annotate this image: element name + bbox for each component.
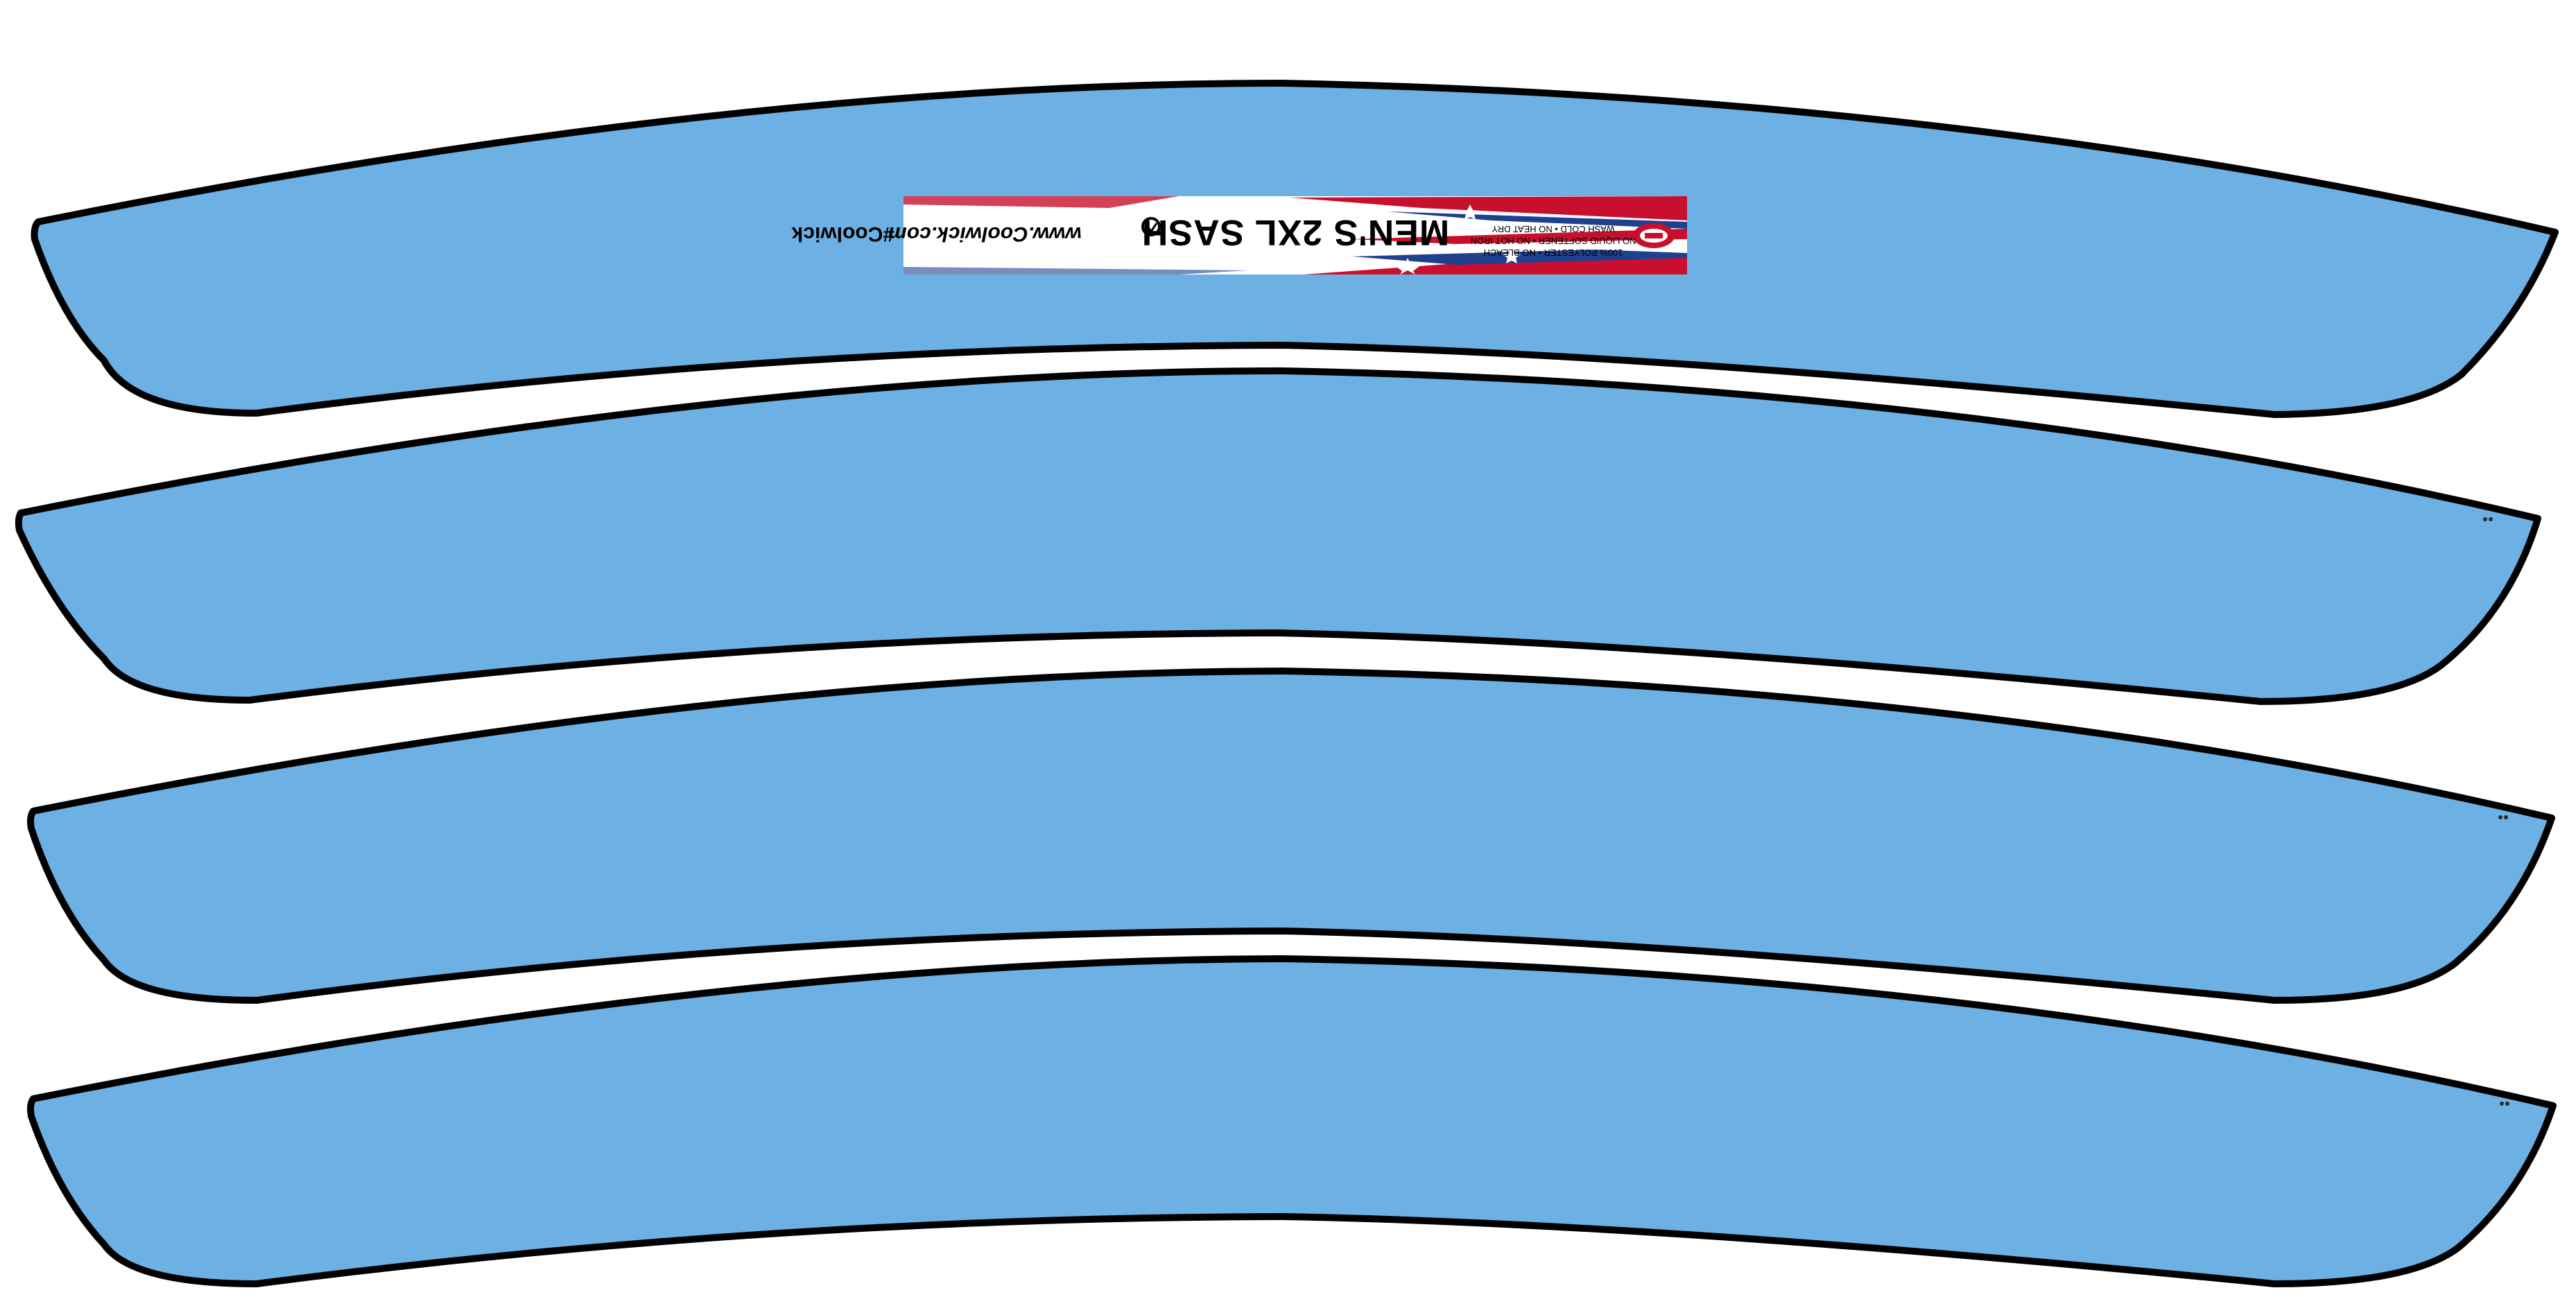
panel-4-corner-mark (2500, 1102, 2509, 1106)
sash-panel-2 (15, 367, 2541, 705)
care-line-3: WASH COLD • NO HEAT DRY (1492, 224, 1615, 234)
care-line-1: 100% POLYESTER • NO BLEACH (1484, 247, 1623, 258)
sash-label-tag: 100% POLYESTER • NO BLEACH NO LIQUID SOF… (791, 196, 1687, 275)
hashtag-text: #Coolwick (791, 223, 894, 245)
website-text: www.Coolwick.com (888, 223, 1082, 245)
label-title: MEN'S 2XL SASH (1141, 212, 1449, 252)
panel-3-corner-mark (2498, 815, 2508, 819)
sash-panel-3 (27, 668, 2555, 1004)
flag-graphic (904, 196, 1687, 275)
coolwick-logo-icon (1141, 217, 1161, 236)
care-instructions: 100% POLYESTER • NO BLEACH NO LIQUID SOF… (1470, 224, 1636, 258)
care-line-2: NO LIQUID SOFTENER • NO HOT IRON (1470, 236, 1636, 246)
flag-badge-icon (1633, 223, 1675, 248)
panel-2-corner-mark (2483, 517, 2493, 521)
brand-line: www.Coolwick.com #Coolwick (791, 223, 1082, 245)
sash-panel-4 (27, 955, 2557, 1287)
